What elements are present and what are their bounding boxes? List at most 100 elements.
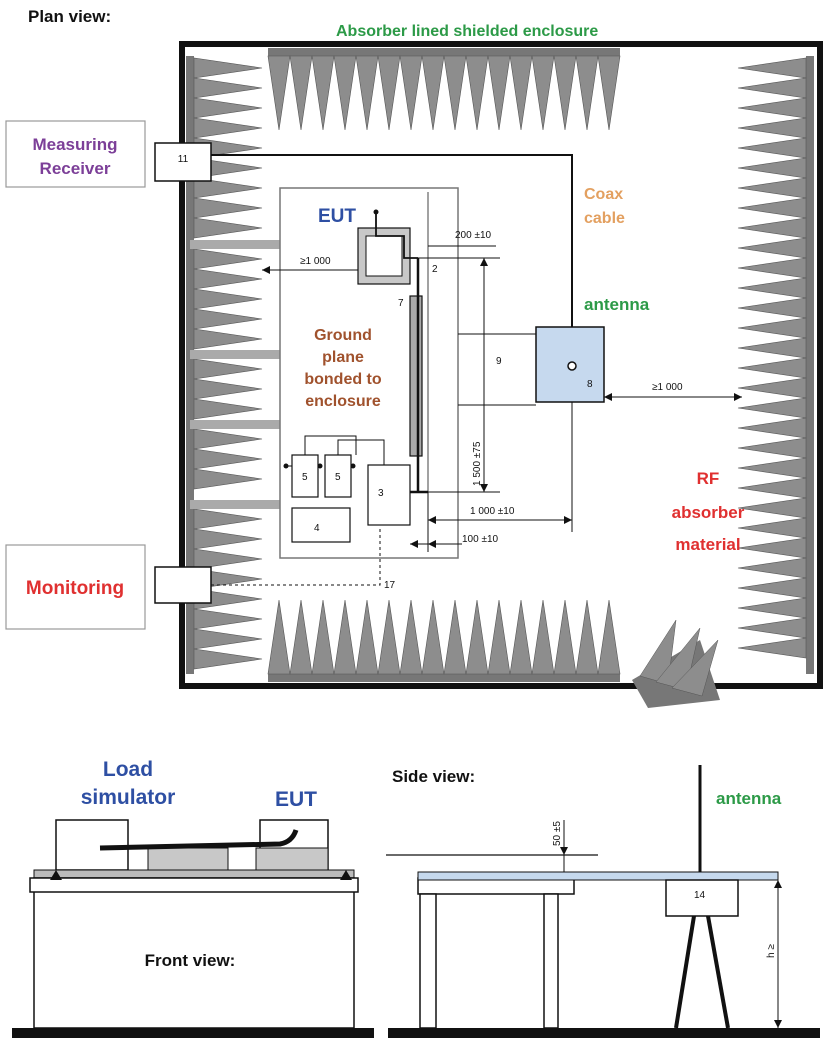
wiring-a — [304, 435, 357, 455]
absorber-cone-left — [193, 448, 263, 470]
side-tripod-leg-right — [706, 915, 730, 1029]
absorber-cone-left — [193, 398, 263, 420]
dim-arrow-1500-top — [480, 258, 488, 266]
left-gap-bar-4 — [190, 500, 282, 509]
absorber-cone-top — [377, 55, 401, 131]
label-9: 9 — [496, 356, 502, 367]
measuring-receiver-label-2: Receiver — [40, 159, 111, 178]
absorber-cone-right — [737, 537, 807, 559]
terminal-dot-a — [283, 463, 289, 469]
side-ground-plane — [417, 871, 779, 881]
absorber-cone-bottom — [377, 599, 401, 675]
absorber-cone-bottom — [531, 599, 555, 675]
absorber-cone-right — [737, 357, 807, 379]
side-dim-50-arrow — [560, 847, 568, 855]
absorber-cone-top — [355, 55, 379, 131]
dim-arrow-1000-left — [428, 516, 436, 524]
label-5b: 5 — [335, 472, 341, 483]
front-eut-label: EUT — [275, 788, 317, 811]
absorber-cone-right — [737, 57, 807, 79]
box-3 — [367, 464, 411, 526]
eut-device-inner — [365, 235, 403, 277]
absorber-cone-bottom — [553, 599, 577, 675]
absorber-cone-right — [737, 177, 807, 199]
absorber-cone-bottom — [355, 599, 379, 675]
dim-arrow-1500-bottom — [480, 484, 488, 492]
absorber-cone-right — [737, 337, 807, 359]
corner-absorber — [632, 619, 720, 708]
absorber-cone-top — [267, 55, 291, 131]
absorber-cone-right — [737, 117, 807, 139]
rf-absorber-label-1: RF — [697, 469, 720, 488]
absorber-cone-left — [193, 628, 263, 650]
dim-arrow-1000-right — [564, 516, 572, 524]
absorber-cone-left — [193, 528, 263, 550]
absorber-cone-right — [737, 297, 807, 319]
absorber-cone-top — [289, 55, 313, 131]
absorber-cone-left — [193, 608, 263, 630]
absorber-cone-top — [421, 55, 445, 131]
coax-label-1: Coax — [584, 186, 623, 203]
absorber-cone-top — [333, 55, 357, 131]
load-simulator-label-2: simulator — [81, 786, 176, 809]
absorber-cones-left — [193, 57, 263, 670]
dim-arrow-100-left — [428, 540, 436, 548]
ground-plane-label-3: bonded to — [304, 371, 382, 388]
front-insulator-right — [340, 870, 352, 880]
dim-arrow-left-1000 — [262, 266, 270, 274]
absorber-cone-left — [193, 508, 263, 530]
left-gap-bar-2 — [190, 350, 282, 359]
absorber-cone-bottom — [289, 599, 313, 675]
antenna-label: antenna — [584, 295, 650, 314]
label-5a: 5 — [302, 472, 308, 483]
absorber-cone-left — [193, 428, 263, 450]
side-view-title: Side view: — [392, 767, 475, 786]
side-tripod-leg-left — [674, 915, 696, 1029]
side-table-leg-left — [419, 893, 437, 1029]
front-table — [33, 877, 355, 1029]
absorber-cone-right — [737, 397, 807, 419]
absorber-cone-right — [737, 317, 807, 339]
absorber-cone-right — [737, 497, 807, 519]
receiver-port-box-11 — [154, 142, 212, 182]
absorber-cone-right — [737, 417, 807, 439]
antenna-element — [567, 361, 577, 371]
absorber-cones-bottom — [267, 599, 621, 675]
box-4 — [291, 507, 351, 543]
absorber-cone-top — [531, 55, 555, 131]
front-harness-support-right — [255, 847, 329, 871]
absorber-cone-right — [737, 377, 807, 399]
absorber-cone-right — [737, 157, 807, 179]
wiring-b — [337, 439, 385, 465]
absorber-cone-top — [443, 55, 467, 131]
absorber-cone-bottom — [443, 599, 467, 675]
absorber-cone-right — [737, 557, 807, 579]
eut-label: EUT — [318, 206, 356, 227]
absorber-cone-left — [193, 548, 263, 570]
absorber-cone-bottom — [575, 599, 599, 675]
absorber-cone-bottom — [399, 599, 423, 675]
front-harness-support-left — [147, 847, 229, 871]
absorber-base-top — [268, 48, 620, 56]
front-table-top — [29, 877, 359, 893]
dim-arrow-right-1000-b — [734, 393, 742, 401]
label-3: 3 — [378, 488, 384, 499]
left-gap-bar-3 — [190, 420, 282, 429]
eut-cable — [375, 212, 418, 259]
absorber-cone-right — [737, 437, 807, 459]
absorber-cone-left — [193, 308, 263, 330]
absorber-cone-left — [193, 197, 263, 219]
absorber-cone-top — [575, 55, 599, 131]
absorber-cone-top — [597, 55, 621, 131]
absorber-cone-right — [737, 77, 807, 99]
absorber-base-right — [806, 56, 814, 674]
absorber-cone-bottom — [509, 599, 533, 675]
front-floor — [12, 1028, 374, 1038]
absorber-cone-left — [193, 217, 263, 239]
absorber-cone-right — [737, 617, 807, 639]
dim-1000-bottom: 1 000 ±10 — [470, 506, 515, 517]
label-7: 7 — [398, 298, 404, 309]
absorber-cone-left — [193, 57, 263, 79]
absorber-cone-right — [737, 457, 807, 479]
